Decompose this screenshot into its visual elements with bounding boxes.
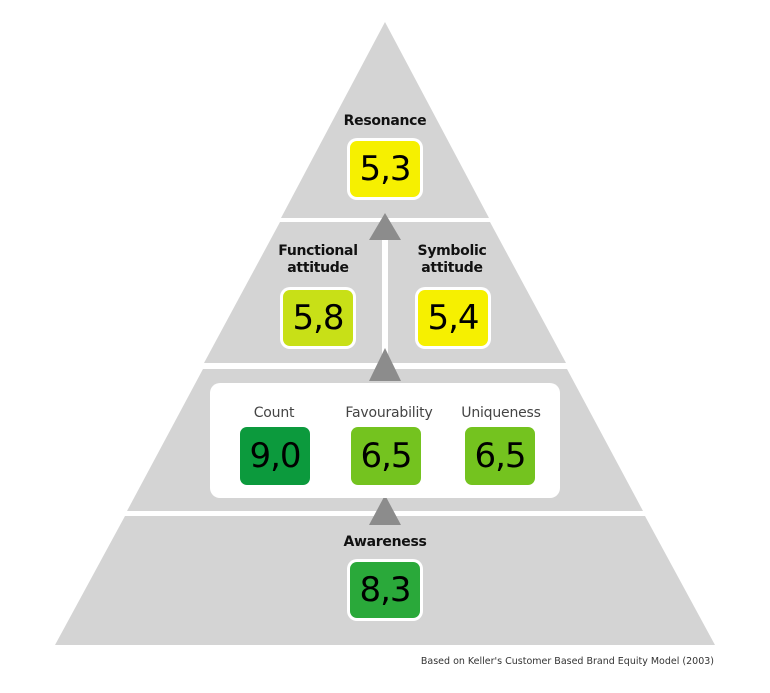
functional-attitude-score: 5,8 xyxy=(283,290,353,346)
source-footnote: Based on Keller's Customer Based Brand E… xyxy=(420,656,714,667)
arrow-up-icon xyxy=(369,495,401,525)
favourability-label: Favourability xyxy=(345,405,433,421)
uniqueness-label: Uniqueness xyxy=(461,405,541,421)
awareness-score: 8,3 xyxy=(350,562,420,618)
count-score: 9,0 xyxy=(240,427,310,485)
favourability-score: 6,5 xyxy=(351,427,421,485)
awareness-label: Awareness xyxy=(343,534,427,550)
symbolic-attitude-score: 5,4 xyxy=(418,290,488,346)
symbolic-attitude-label: Symbolic attitude xyxy=(417,243,487,276)
pyramid-tier-top xyxy=(281,22,489,218)
resonance-label: Resonance xyxy=(343,113,427,129)
count-label: Count xyxy=(253,405,295,421)
tier-divider xyxy=(382,232,388,364)
arrow-up-icon xyxy=(369,213,401,240)
functional-attitude-label: Functional attitude xyxy=(278,243,358,276)
arrow-up-icon xyxy=(369,348,401,381)
resonance-score: 5,3 xyxy=(350,141,420,197)
uniqueness-score: 6,5 xyxy=(465,427,535,485)
